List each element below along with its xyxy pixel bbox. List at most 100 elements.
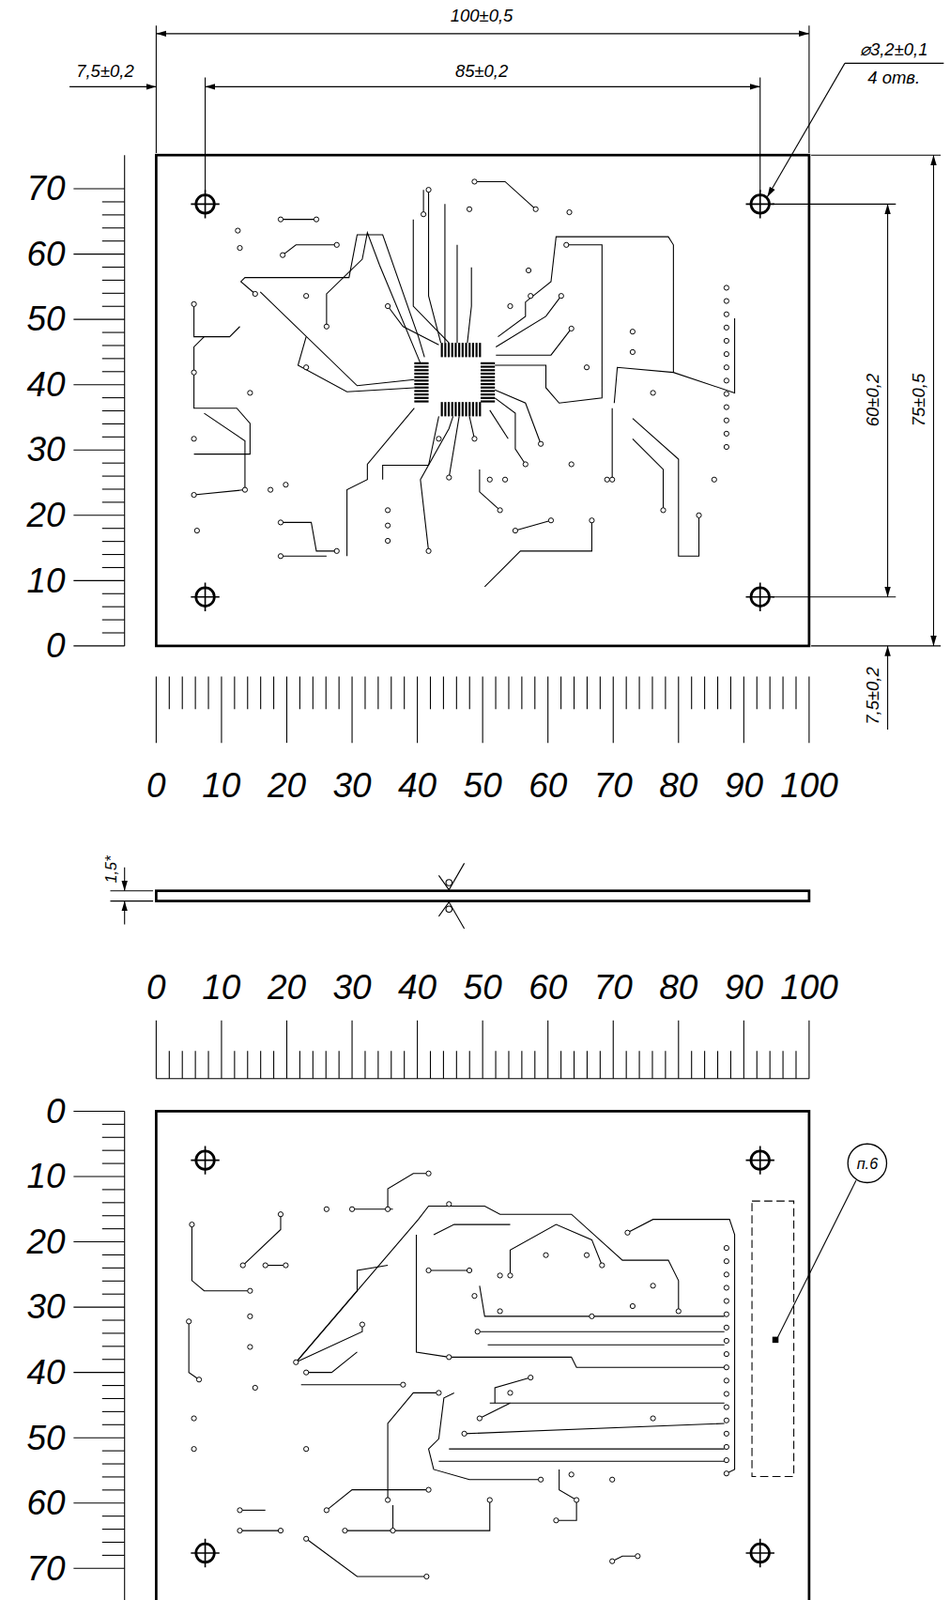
copper-trace bbox=[429, 1269, 470, 1271]
chip-pad bbox=[480, 389, 495, 392]
scale-tick bbox=[102, 1424, 125, 1425]
scale-tick bbox=[260, 676, 261, 710]
chip-pad bbox=[413, 397, 429, 399]
scale-tick bbox=[534, 676, 536, 710]
scale-tick bbox=[102, 1475, 125, 1477]
scale-tick bbox=[246, 1050, 248, 1078]
scale-number: 70 bbox=[26, 1550, 65, 1586]
scale-tick bbox=[73, 514, 124, 516]
scale-tick bbox=[102, 292, 125, 294]
copper-trace bbox=[469, 415, 475, 439]
via bbox=[723, 404, 729, 410]
dimension-text: 7,5±0,2 bbox=[76, 62, 134, 80]
via bbox=[723, 365, 729, 370]
via bbox=[191, 491, 197, 497]
scale-tick bbox=[102, 1345, 125, 1347]
via bbox=[466, 206, 472, 212]
roughness-mark bbox=[445, 905, 453, 913]
scale-tick bbox=[520, 1050, 522, 1078]
scale-tick bbox=[102, 462, 125, 464]
via bbox=[723, 391, 729, 397]
via bbox=[502, 476, 507, 482]
copper-trace bbox=[479, 1285, 725, 1317]
scale-tick bbox=[560, 1050, 562, 1078]
copper-trace bbox=[555, 1469, 577, 1520]
chip-pad bbox=[468, 342, 471, 357]
scale-number: 70 bbox=[594, 970, 633, 1006]
chip-pad bbox=[441, 401, 444, 416]
scale-tick bbox=[102, 332, 125, 334]
copper-trace bbox=[295, 1206, 679, 1363]
scale-tick bbox=[507, 676, 509, 710]
via bbox=[723, 1298, 729, 1303]
via bbox=[384, 522, 390, 528]
copper-trace bbox=[456, 245, 458, 343]
dimension-line bbox=[155, 32, 810, 34]
scale-tick bbox=[416, 1020, 418, 1079]
copper-trace bbox=[194, 304, 241, 338]
via bbox=[723, 1311, 729, 1317]
scale-tick bbox=[482, 676, 484, 744]
via bbox=[424, 1573, 430, 1579]
mounting-hole bbox=[746, 189, 775, 218]
scale-tick bbox=[102, 1280, 125, 1282]
dimension-line bbox=[69, 86, 156, 88]
scale-tick bbox=[233, 1050, 235, 1078]
scale-tick bbox=[102, 1528, 125, 1530]
via bbox=[566, 209, 572, 215]
copper-trace bbox=[194, 413, 246, 495]
scale-tick bbox=[639, 1050, 641, 1078]
copper-trace bbox=[613, 318, 735, 403]
scale-tick bbox=[456, 1050, 458, 1078]
scale-tick bbox=[599, 1050, 601, 1078]
via bbox=[553, 1517, 559, 1523]
via bbox=[472, 179, 477, 184]
via bbox=[723, 1378, 729, 1383]
scale-tick bbox=[102, 344, 125, 346]
scale-number: 60 bbox=[528, 970, 567, 1006]
callout-number: п.6 bbox=[857, 1155, 879, 1171]
copper-trace bbox=[438, 1460, 724, 1462]
scale-tick bbox=[377, 1050, 379, 1078]
chip-pad bbox=[478, 401, 481, 416]
scale-tick bbox=[612, 676, 614, 744]
scale-tick bbox=[102, 306, 125, 307]
scale-tick bbox=[73, 383, 124, 385]
scale-tick bbox=[102, 370, 125, 372]
via bbox=[384, 303, 390, 308]
mounting-holes bbox=[190, 189, 775, 1567]
chip-pad bbox=[480, 393, 495, 396]
scale-tick bbox=[599, 676, 601, 710]
mounting-hole bbox=[190, 582, 219, 612]
scale-tick bbox=[73, 580, 124, 582]
via bbox=[283, 482, 289, 488]
via bbox=[507, 303, 513, 308]
chip-pad bbox=[478, 342, 481, 357]
scale-tick bbox=[677, 1020, 679, 1079]
chip-pad bbox=[413, 362, 429, 365]
scale-tick bbox=[547, 676, 549, 744]
via bbox=[196, 1377, 201, 1382]
scale-tick bbox=[102, 410, 125, 412]
chip-pad bbox=[413, 393, 429, 396]
mounting-hole bbox=[190, 1145, 219, 1174]
dimension-line bbox=[123, 901, 125, 925]
scale-tick bbox=[195, 676, 197, 710]
scale-tick bbox=[743, 1020, 745, 1079]
scale-number: 40 bbox=[398, 768, 437, 804]
via bbox=[446, 1354, 452, 1360]
via bbox=[262, 1262, 268, 1268]
scale-tick bbox=[102, 488, 125, 490]
copper-trace bbox=[241, 234, 426, 357]
scale-tick bbox=[102, 1136, 125, 1138]
scale-tick bbox=[730, 676, 732, 710]
leader-shelf bbox=[844, 62, 944, 64]
scale-tick bbox=[102, 266, 125, 268]
scale-number: 50 bbox=[26, 302, 65, 338]
hole-centerline bbox=[190, 1145, 219, 1174]
scale-tick bbox=[102, 475, 125, 477]
copper-trace bbox=[326, 1489, 430, 1511]
scale-tick bbox=[73, 1175, 124, 1177]
via bbox=[426, 548, 431, 553]
scale-tick bbox=[155, 1020, 157, 1079]
